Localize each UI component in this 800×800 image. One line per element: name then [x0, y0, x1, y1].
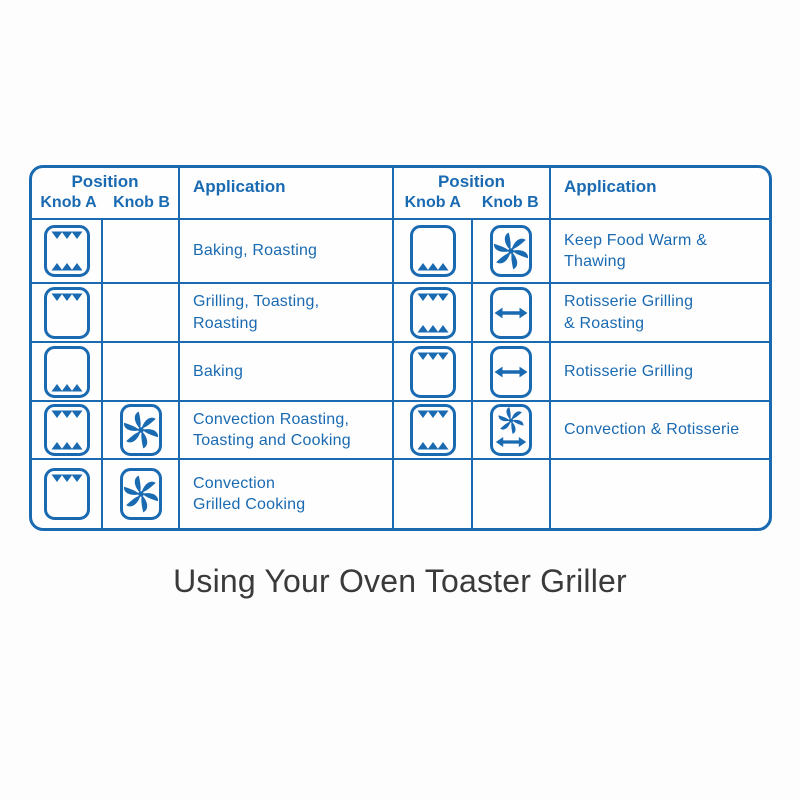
application-cell: Grilling, Toasting, Roasting [180, 284, 394, 343]
knob-headers: Knob A Knob B [394, 193, 549, 213]
application-text: Keep Food Warm & Thawing [564, 231, 708, 270]
application-text: Grilling, Toasting, Roasting [193, 293, 320, 332]
knob-b-cell [473, 284, 551, 343]
knob-position-table: Position Knob A Knob B Application Posit… [29, 165, 772, 531]
page-title: Using Your Oven Toaster Griller [173, 563, 627, 599]
knob-b-cell [103, 284, 180, 343]
knob-b-header-label: Knob B [113, 194, 170, 212]
knob-b-cell [473, 343, 551, 402]
position-header-label: Position [437, 171, 506, 191]
application-text: Convection Roasting, Toasting and Cookin… [193, 410, 351, 449]
application-text: Baking, Roasting [193, 242, 318, 260]
application-cell [551, 460, 769, 528]
rotisserie-arrow-icon [490, 345, 532, 398]
application-text: Rotisserie Grilling [564, 362, 694, 380]
knob-headers: Knob A Knob B [32, 193, 178, 213]
application-text: Convection & Rotisserie [564, 421, 740, 439]
rotisserie-arrow-icon [490, 286, 532, 339]
application-header-cell-right: Application [551, 168, 769, 220]
oven-top-and-bottom-heat-icon [43, 225, 90, 277]
knob-b-cell [473, 460, 551, 528]
knob-b-cell [473, 220, 551, 284]
oven-top-heat-icon [43, 286, 90, 339]
application-text: Convection Grilled Cooking [193, 474, 306, 513]
knob-b-cell [473, 402, 551, 460]
oven-top-and-bottom-heat-icon [409, 404, 456, 456]
knob-a-cell [394, 284, 473, 343]
application-text: Rotisserie Grilling & Roasting [564, 293, 694, 332]
oven-bottom-heat-icon [409, 225, 456, 277]
oven-bottom-heat-icon [43, 345, 90, 398]
application-cell: Convection Grilled Cooking [180, 460, 394, 528]
knob-a-cell [32, 220, 103, 284]
application-header-cell-left: Application [180, 168, 394, 220]
convection-fan-icon [119, 468, 162, 520]
knob-a-cell [394, 460, 473, 528]
application-cell: Baking [180, 343, 394, 402]
oven-top-and-bottom-heat-icon [409, 286, 456, 339]
convection-fan-icon [119, 404, 162, 456]
knob-a-cell [32, 402, 103, 460]
convection-rotisserie-icon [490, 404, 532, 456]
knob-a-cell [394, 402, 473, 460]
application-cell: Rotisserie Grilling & Roasting [551, 284, 769, 343]
knob-a-cell [32, 284, 103, 343]
knob-b-cell [103, 402, 180, 460]
application-cell: Convection Roasting, Toasting and Cookin… [180, 402, 394, 460]
application-header-label: Application [193, 177, 286, 196]
knob-b-cell [103, 460, 180, 528]
application-header-label: Application [564, 177, 657, 196]
knob-a-header-label: Knob A [404, 194, 461, 212]
application-text: Baking [193, 362, 244, 380]
convection-fan-icon [490, 225, 532, 277]
position-header-label: Position [71, 171, 139, 191]
oven-top-heat-icon [43, 468, 90, 520]
application-cell: Baking, Roasting [180, 220, 394, 284]
application-cell: Convection & Rotisserie [551, 402, 769, 460]
knob-a-cell [394, 220, 473, 284]
application-cell: Keep Food Warm & Thawing [551, 220, 769, 284]
knob-a-cell [32, 460, 103, 528]
oven-top-heat-icon [409, 345, 456, 398]
position-header-cell-left: Position Knob A Knob B [32, 168, 180, 220]
application-cell: Rotisserie Grilling [551, 343, 769, 402]
knob-a-cell [394, 343, 473, 402]
oven-top-and-bottom-heat-icon [43, 404, 90, 456]
knob-a-cell [32, 343, 103, 402]
knob-b-cell [103, 343, 180, 402]
position-header-cell-right: Position Knob A Knob B [394, 168, 551, 220]
knob-b-cell [103, 220, 180, 284]
knob-b-header-label: Knob B [481, 194, 539, 212]
knob-a-header-label: Knob A [40, 194, 97, 212]
